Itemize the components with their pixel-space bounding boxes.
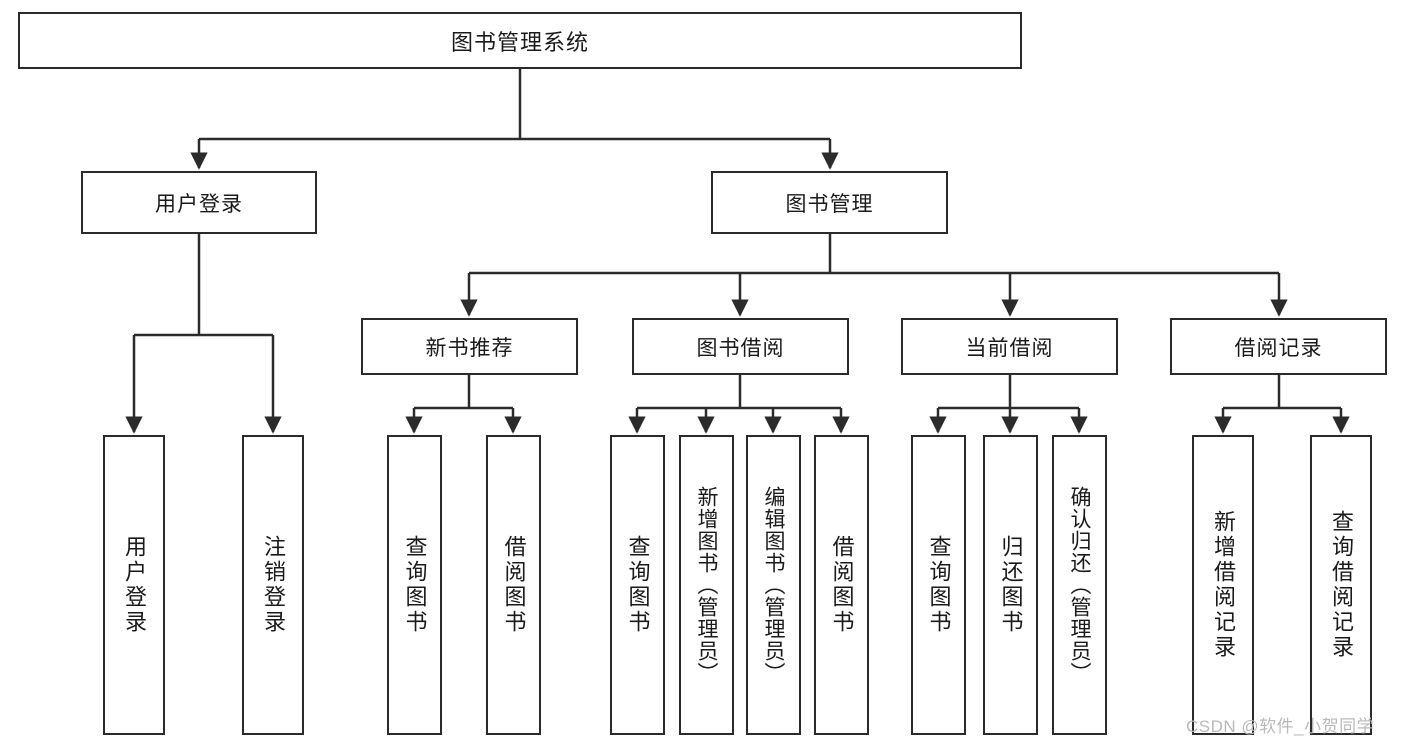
node-label: 借阅记录 [1234,336,1323,360]
leaf-borrow-book-new-rec[interactable]: 借阅图书 [486,435,541,735]
node-new-book-recommendation[interactable]: 新书推荐 [361,318,578,375]
node-label: 用户登录 [122,535,147,635]
node-label: 当前借阅 [965,336,1054,360]
leaf-query-borrow-record[interactable]: 查询借阅记录 [1310,435,1372,735]
node-book-management[interactable]: 图书管理 [711,171,948,234]
node-borrowing-record[interactable]: 借阅记录 [1170,318,1387,375]
leaf-edit-book-admin[interactable]: 编辑图书（管理员） [746,435,801,735]
node-label: 编辑图书（管理员） [762,486,785,684]
leaf-add-book-admin[interactable]: 新增图书（管理员） [679,435,734,735]
leaf-borrow-book-borrowing[interactable]: 借阅图书 [814,435,869,735]
node-book-borrowing[interactable]: 图书借阅 [632,318,849,375]
node-label: 注销登录 [261,535,286,635]
node-label: 查询图书 [625,535,651,635]
node-label: 查询借阅记录 [1329,510,1354,660]
leaf-query-book-new-rec[interactable]: 查询图书 [387,435,442,735]
node-label: 图书管理 [785,192,874,216]
node-label: 新书推荐 [425,336,514,360]
leaf-add-borrow-record[interactable]: 新增借阅记录 [1192,435,1254,735]
leaf-user-login[interactable]: 用户登录 [103,435,165,735]
node-label: 借阅图书 [501,535,527,635]
node-label: 图书借阅 [696,336,785,360]
node-label: 借阅图书 [829,535,855,635]
node-label: 图书管理系统 [450,29,589,55]
node-label: 查询图书 [402,535,428,635]
leaf-logout[interactable]: 注销登录 [242,435,304,735]
node-label: 新增借阅记录 [1211,510,1236,660]
node-label: 用户登录 [155,192,243,216]
node-label: 查询图书 [926,535,952,635]
node-label: 归还图书 [998,535,1024,635]
node-user-login[interactable]: 用户登录 [81,171,317,234]
leaf-query-book-borrowing[interactable]: 查询图书 [610,435,665,735]
leaf-query-book-current[interactable]: 查询图书 [911,435,966,735]
node-label: 新增图书（管理员） [695,486,718,684]
leaf-confirm-return-admin[interactable]: 确认归还（管理员） [1052,435,1107,735]
node-root-library-system[interactable]: 图书管理系统 [18,12,1022,69]
node-label: 确认归还（管理员） [1068,486,1091,684]
node-current-borrowing[interactable]: 当前借阅 [901,318,1118,375]
leaf-return-book[interactable]: 归还图书 [983,435,1038,735]
